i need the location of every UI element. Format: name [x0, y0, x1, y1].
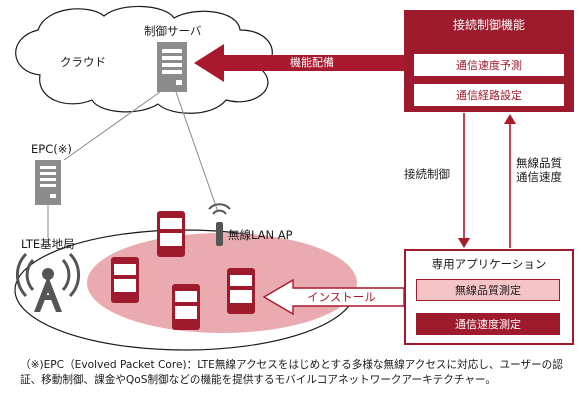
smartphone-icon: [172, 284, 200, 330]
epc-server-icon: [35, 160, 61, 205]
dedicated-app-panel: 専用アプリケーション 無線品質測定 通信速度測定: [404, 249, 574, 345]
wireless-quality-box: 無線品質測定: [416, 279, 560, 301]
smartphone-icon: [227, 268, 255, 314]
control-server-label: 制御サーバ: [144, 24, 202, 38]
cloud-label: クラウド: [60, 55, 106, 69]
server-icon: [157, 42, 187, 92]
install-arrow-label: インストール: [307, 290, 376, 304]
route-setting-box: 通信経路設定: [414, 84, 564, 106]
server-to-epc-line: [63, 91, 161, 161]
cloud-shape: [15, 5, 273, 114]
lte-tower-icon: [15, 252, 81, 312]
quality-feedback-arrow: [504, 114, 516, 248]
wlan-ap-label: 無線LAN AP: [228, 228, 293, 242]
smartphone-icon: [157, 211, 185, 257]
server-to-wlan-line: [175, 91, 219, 213]
epc-label: EPC(※): [31, 142, 72, 156]
deploy-arrow: [194, 44, 404, 82]
quality-speed-label: 無線品質 通信速度: [516, 156, 562, 184]
smartphone-icon: [111, 257, 139, 303]
speed-measure-box: 通信速度測定: [416, 313, 560, 335]
lte-base-label: LTE基地局: [21, 237, 75, 251]
deploy-arrow-label: 機能配備: [290, 56, 334, 69]
connect-control-arrow: [458, 113, 470, 248]
footnote: （※)EPC（Evolved Packet Core)：LTE無線アクセスをはじ…: [20, 359, 563, 386]
install-arrow: [262, 278, 405, 316]
dedicated-app-title: 専用アプリケーション: [431, 257, 547, 271]
wlan-ap-icon: [208, 203, 231, 246]
connection-control-panel: 接続制御機能 通信速度予測 通信経路設定: [404, 10, 574, 112]
connect-control-label: 接続制御: [404, 167, 450, 181]
connection-control-title: 接続制御機能: [452, 18, 525, 32]
speed-prediction-box: 通信速度予測: [414, 54, 564, 76]
